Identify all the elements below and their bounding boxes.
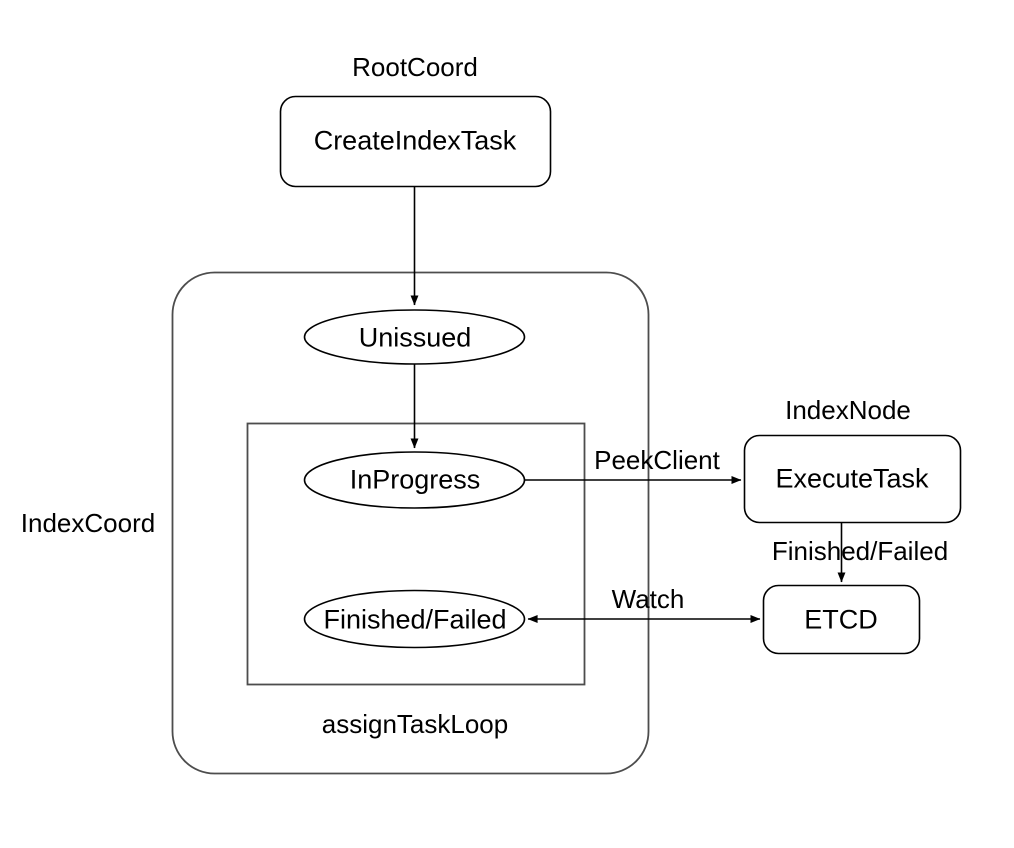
- watch-edge-label: Watch: [611, 584, 685, 614]
- peek-client-edge-label: PeekClient: [594, 445, 720, 475]
- etcd-label[interactable]: ETCD: [804, 604, 878, 635]
- create-index-task-box[interactable]: [279, 95, 552, 188]
- unissued-label[interactable]: Unissued: [358, 322, 472, 353]
- create-index-task-label[interactable]: CreateIndexTask: [313, 125, 517, 156]
- finished-failed-state-label[interactable]: Finished/Failed: [323, 604, 507, 635]
- finished-failed-edge-label: Finished/Failed: [771, 536, 949, 566]
- assign-task-loop-title: assignTaskLoop: [321, 709, 509, 739]
- execute-task-box[interactable]: [743, 434, 962, 524]
- etcd-box[interactable]: [762, 584, 921, 655]
- index-coord-title: IndexCoord: [20, 508, 156, 538]
- in-progress-label[interactable]: InProgress: [349, 464, 481, 495]
- index-coord-container: [171, 271, 650, 775]
- finished-failed-state-ellipse[interactable]: [303, 589, 526, 649]
- execute-task-label[interactable]: ExecuteTask: [775, 463, 929, 494]
- root-coord-title: RootCoord: [352, 52, 478, 82]
- assign-task-loop-container: [246, 422, 586, 686]
- index-node-title: IndexNode: [785, 395, 911, 425]
